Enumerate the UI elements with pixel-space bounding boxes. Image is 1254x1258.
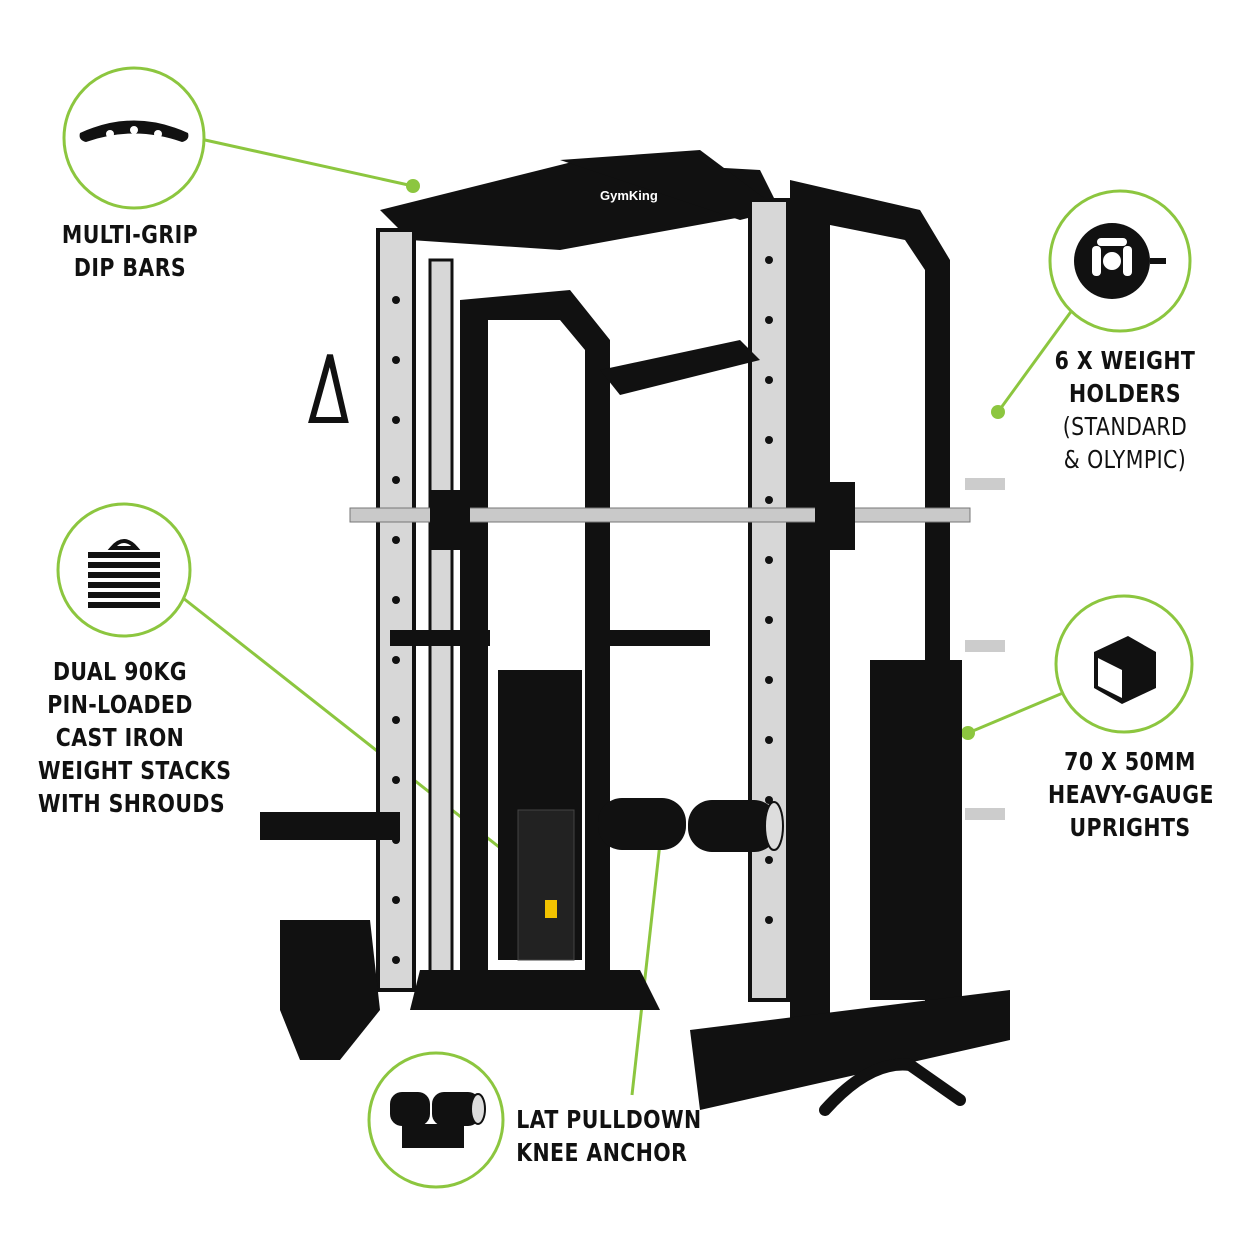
weight-stacks-circle xyxy=(56,502,192,638)
weight-stacks-line-5: WITH SHROUDS xyxy=(38,789,225,818)
weight-stacks-line-1: DUAL 90KG xyxy=(52,657,188,686)
weight-stacks-line-3: CAST IRON xyxy=(55,723,185,752)
dip-bars-line-2: DIP BARS xyxy=(73,253,187,282)
connector-uprights xyxy=(967,688,1071,735)
weight-holders-label: 6 X WEIGHT HOLDERS (STANDARD & OLYMPIC) xyxy=(1047,344,1203,476)
dip-bars-label: MULTI-GRIP DIP BARS xyxy=(56,218,204,284)
weight-stack-icon xyxy=(88,539,160,608)
weight-stacks-label: DUAL 90KG PIN-LOADED CAST IRON WEIGHT ST… xyxy=(38,655,232,820)
connector-lines xyxy=(182,138,1080,1096)
uprights-line-1: 70 X 50MM xyxy=(1064,747,1196,776)
knee-anchor-icon xyxy=(390,1092,486,1148)
rig-frame: GymKing xyxy=(260,150,1010,1116)
weight-holders-sub-2: & OLYMPIC) xyxy=(1063,445,1187,474)
weight-stacks-line-4: WEIGHT STACKS xyxy=(38,756,232,785)
brand-logo: GymKing xyxy=(600,188,658,203)
cube-icon xyxy=(1094,636,1156,704)
uprights-label: 70 X 50MM HEAVY-GAUGE UPRIGHTS xyxy=(1048,745,1214,844)
weight-plate-icon xyxy=(1074,223,1166,299)
knee-anchor-line-2: KNEE ANCHOR xyxy=(516,1138,688,1167)
connector-weight-stacks xyxy=(182,596,514,860)
weight-holders-line-1: 6 X WEIGHT xyxy=(1054,346,1196,375)
connector-knee-anchor xyxy=(630,842,662,1096)
weight-stacks-line-2: PIN-LOADED xyxy=(47,690,193,719)
connector-dip-bars xyxy=(204,138,414,188)
uprights-line-3: UPRIGHTS xyxy=(1069,813,1191,842)
dip-bars-line-1: MULTI-GRIP xyxy=(61,220,199,249)
knee-anchor-line-1: LAT PULLDOWN xyxy=(516,1105,702,1134)
dip-bar-icon xyxy=(79,120,189,142)
weight-holders-line-2: HOLDERS xyxy=(1068,379,1182,408)
weight-holders-sub-1: (STANDARD xyxy=(1062,412,1188,441)
uprights-line-2: HEAVY-GAUGE xyxy=(1048,780,1214,809)
knee-anchor-label: LAT PULLDOWN KNEE ANCHOR xyxy=(516,1103,702,1169)
connector-weight-holders xyxy=(996,301,1080,413)
dip-bars-circle xyxy=(62,66,206,210)
